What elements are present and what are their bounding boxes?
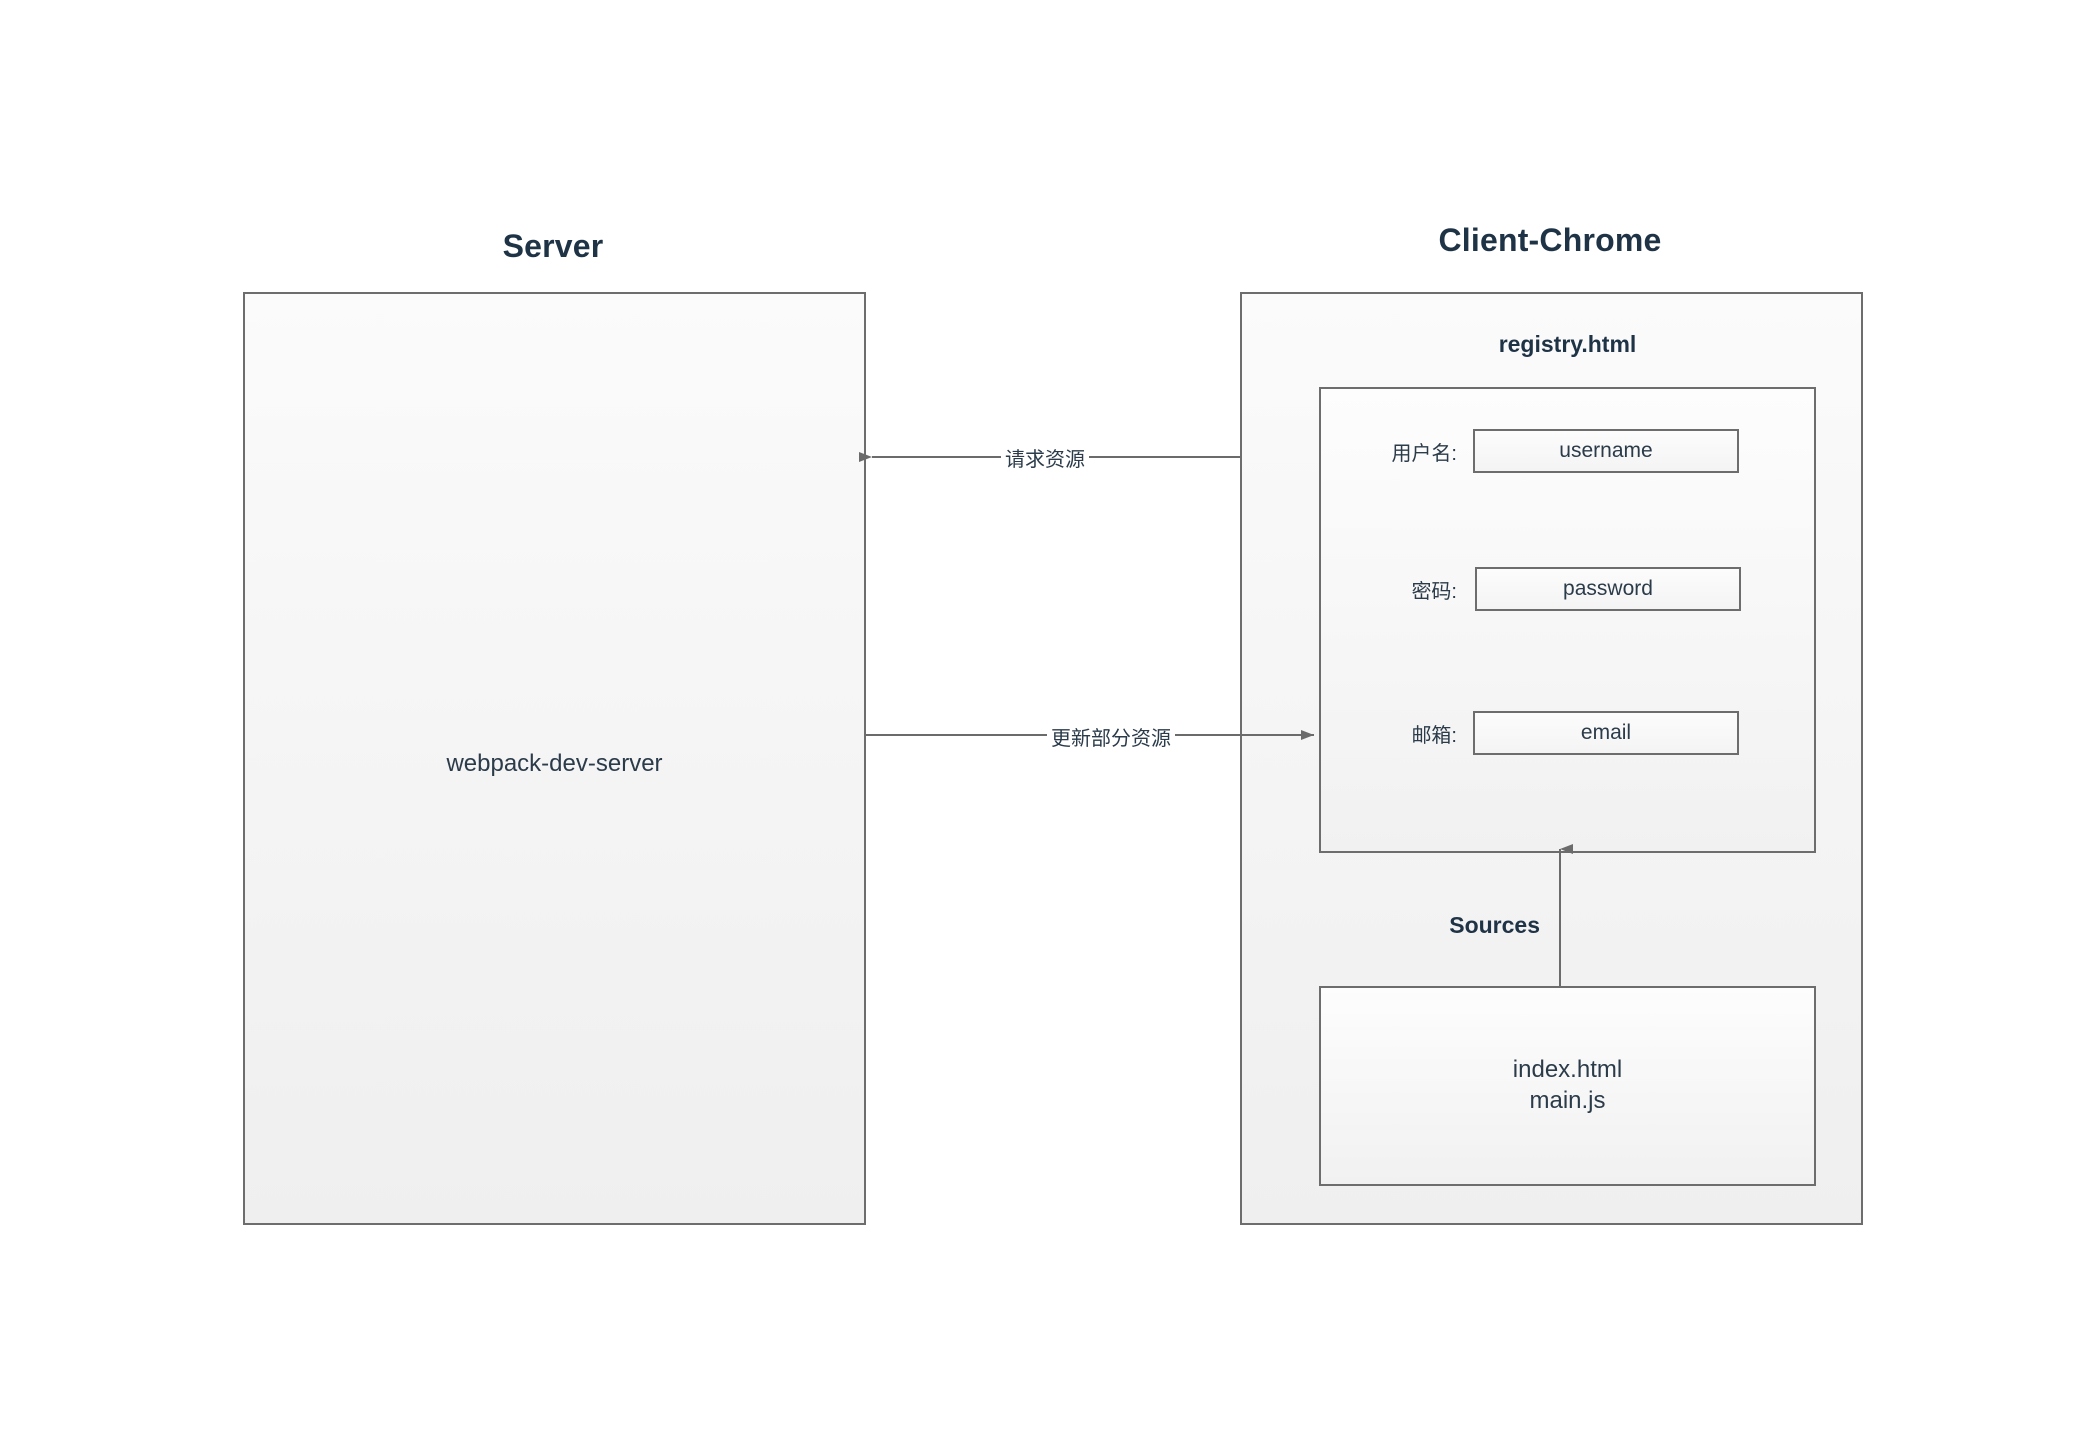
- username-field-label: 用户名:: [1391, 442, 1457, 465]
- form-row-username: 用户名: username: [1321, 429, 1818, 473]
- update-resource-caption: 更新部分资源: [1047, 722, 1175, 751]
- client-chrome-title: Client-Chrome: [1438, 222, 1662, 258]
- sources-files-label: index.html main.js: [1512, 1056, 1623, 1114]
- sources-files-box: [1319, 986, 1816, 1186]
- server-container-box: [243, 292, 866, 1225]
- webpack-dev-server-label: webpack-dev-server: [446, 750, 663, 777]
- registry-html-label: registry.html: [1498, 331, 1637, 357]
- sources-connector-label: Sources: [1449, 912, 1540, 938]
- server-title: Server: [502, 228, 604, 264]
- password-input[interactable]: password: [1475, 567, 1741, 611]
- registry-html-box: 用户名: username 密码: password 邮箱: email: [1319, 387, 1816, 853]
- request-resource-caption: 请求资源: [1001, 443, 1089, 472]
- username-input[interactable]: username: [1473, 429, 1739, 473]
- email-input[interactable]: email: [1473, 711, 1739, 755]
- password-field-label: 密码:: [1411, 580, 1457, 603]
- form-row-email: 邮箱: email: [1321, 711, 1818, 755]
- form-row-password: 密码: password: [1321, 567, 1818, 611]
- email-field-label: 邮箱:: [1411, 724, 1457, 747]
